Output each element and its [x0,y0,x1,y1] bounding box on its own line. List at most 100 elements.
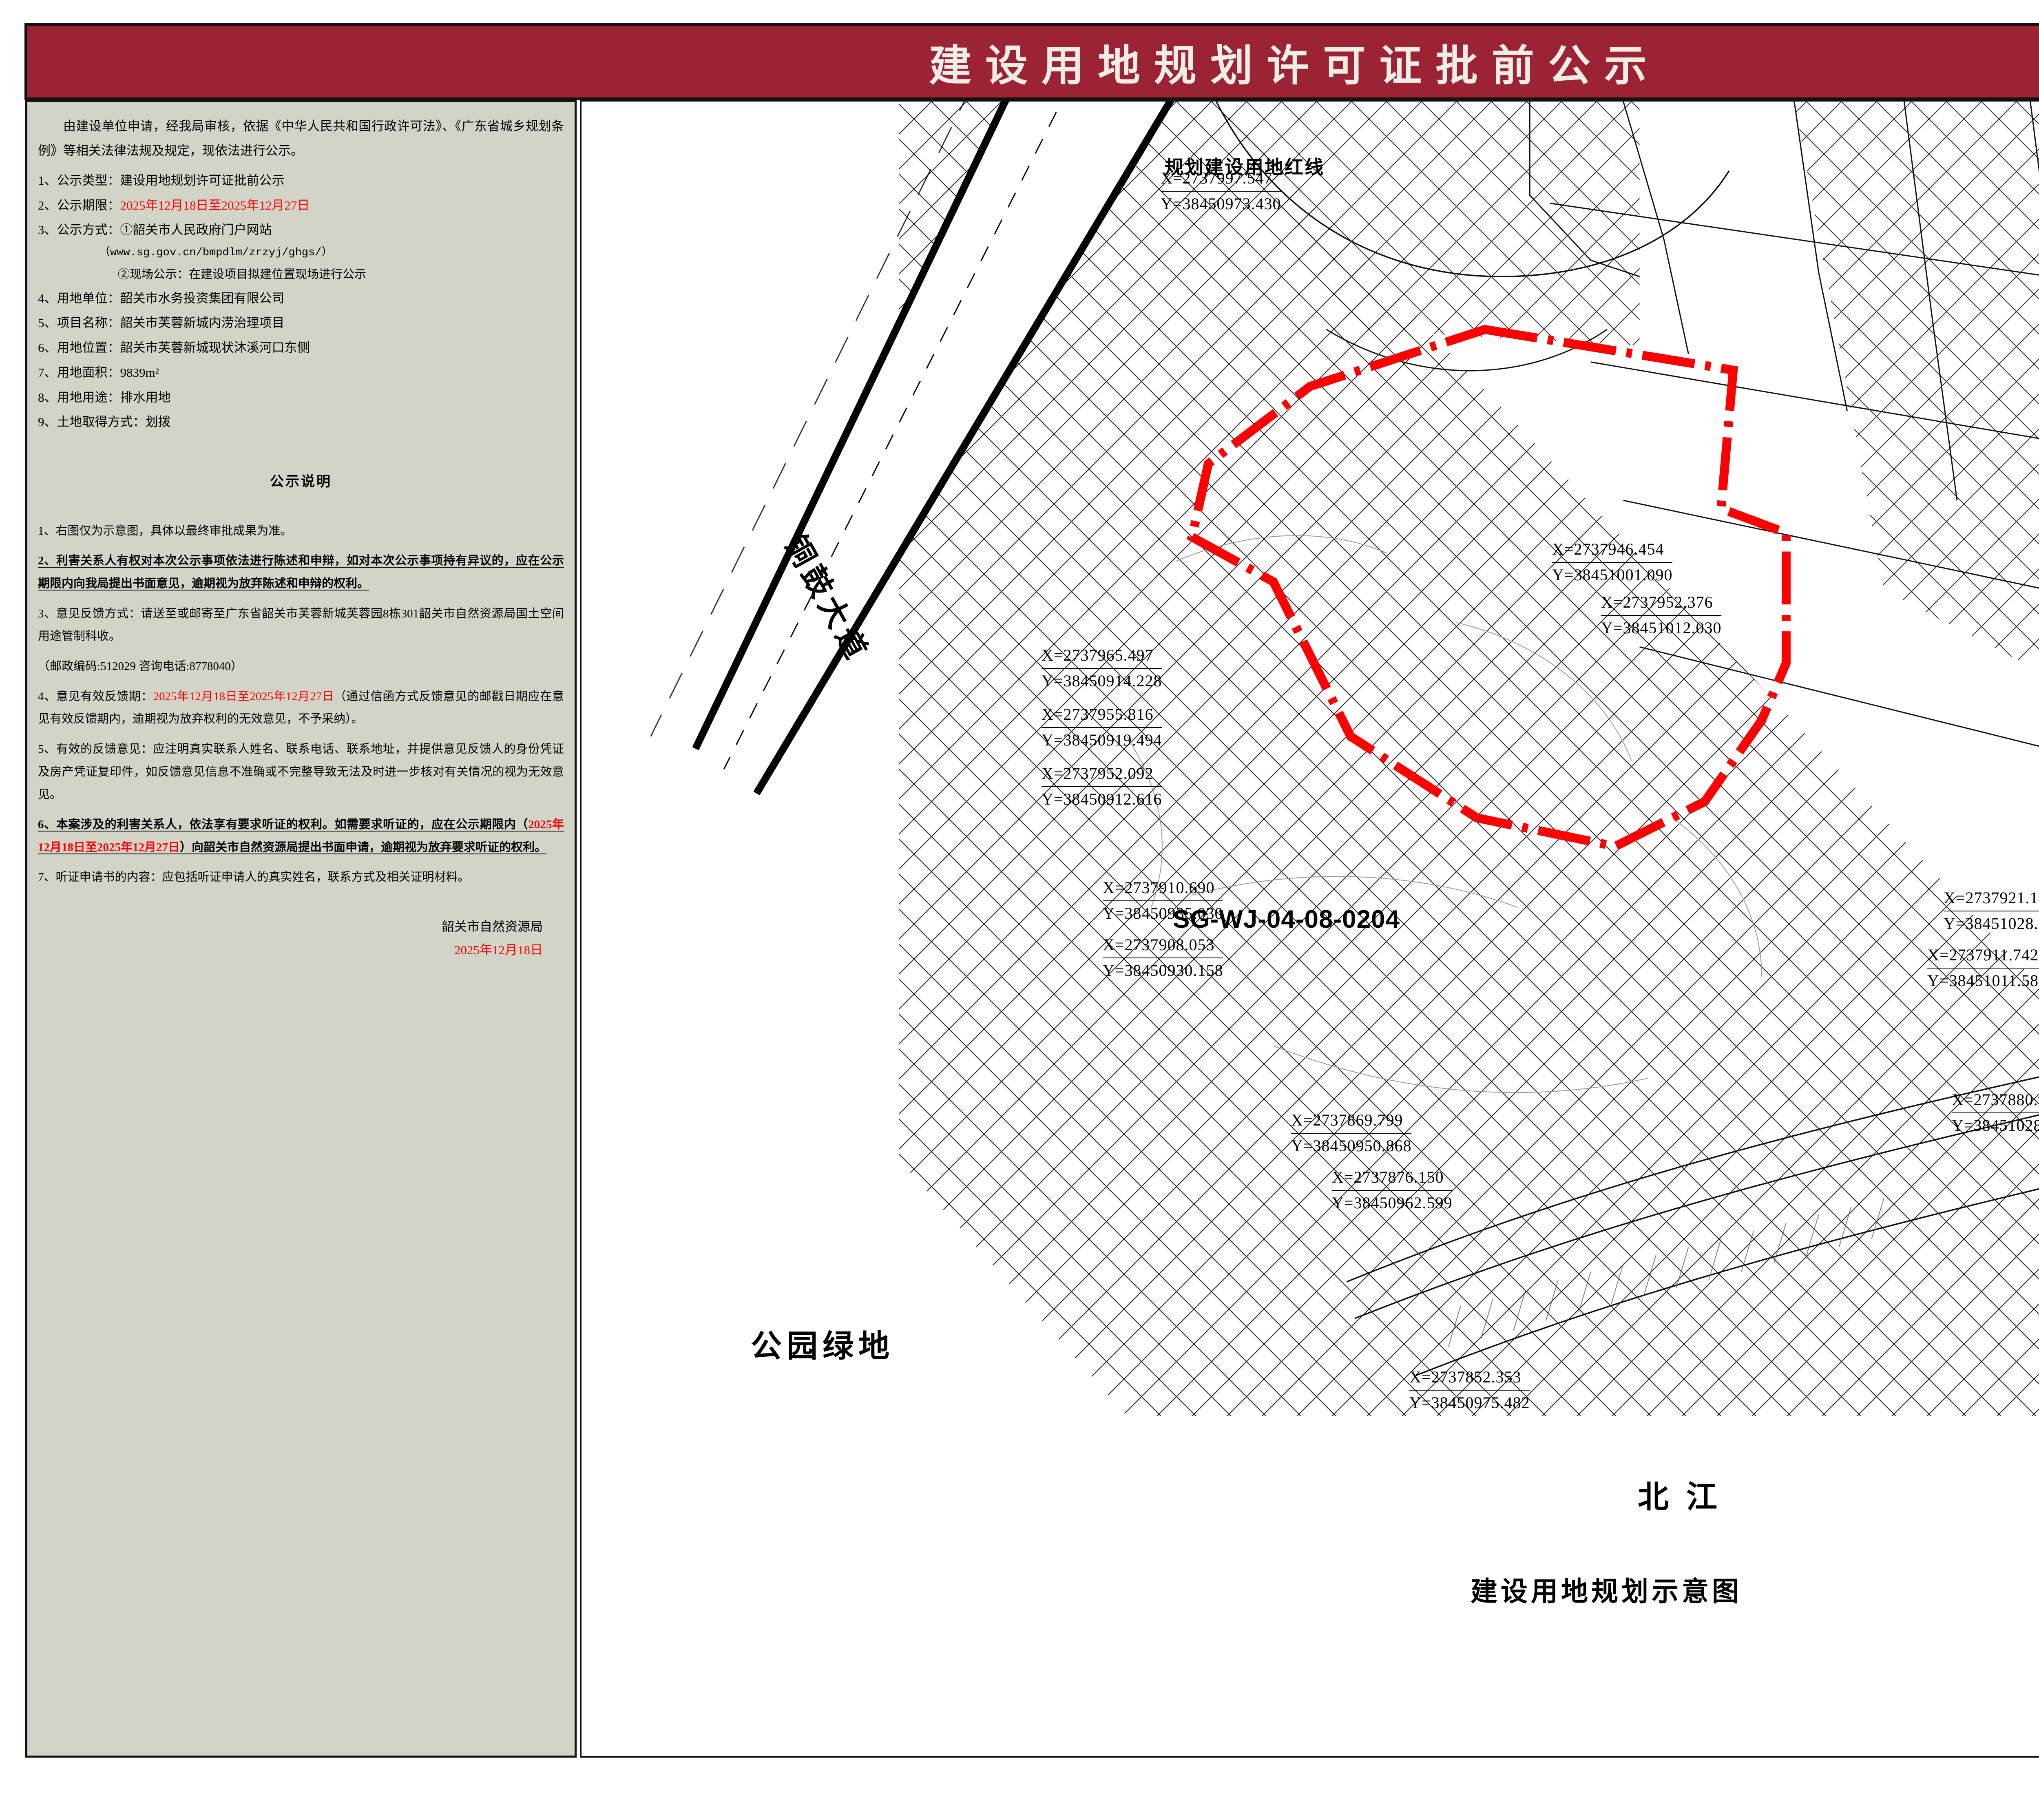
info-row-notice-period: 2、公示期限：2025年12月18日至2025年12月27日 [38,193,564,218]
intro-paragraph: 由建设单位申请，经我局审核，依据《中华人民共和国行政许可法》、《广东省城乡规划条… [38,119,564,158]
info-num-6: 6、 [38,341,57,355]
coord-y: Y=38451011.581 [1927,971,2039,990]
coord-pt-n: X=2737997.547 Y=38450973.430 [1161,167,1281,216]
info-num-5: 5、 [38,316,57,330]
info-num-1: 1、 [38,173,57,188]
redline-callout-label: 规划建设用地红线 [1165,157,1325,178]
info-label-9: 土地取得方式： [57,415,146,429]
info-row-land-use: 8、用地用途：排水用地 [38,385,564,410]
coord-y: Y=38451028.263 [1952,1116,2039,1134]
info-row-land-area: 7、用地面积：9839m² [38,360,564,385]
site-plan-map: 规划建设用地红线 SG-WJ-04-08-0204 公园绿地 北 江 建设用地规… [580,100,2039,1758]
info-num-2: 2、 [38,198,57,212]
info-label-1: 公示类型： [57,173,120,188]
notice-text-2: 利害关系人有权对本次公示事项依法进行陈述和申辩，如对本次公示事项持有异议的，应在… [38,554,564,590]
notice-contact-line: （邮政编码:512029 咨询电话:8778040） [38,659,243,673]
coord-x: X=2737921.140 [1944,887,2039,911]
river-label: 北 江 [1638,1480,1722,1515]
coord-pt-s1: X=2737869.799 Y=38450950.868 [1291,1109,1412,1158]
coord-pt-e1: X=2737921.140 Y=38451028.941 [1944,887,2039,935]
coord-y: Y=38451028.941 [1944,914,2039,933]
coord-x: X=2737869.799 [1291,1109,1412,1134]
info-row-project-name: 5、项目名称：韶关市芙蓉新城内涝治理项目 [38,311,564,336]
coord-x: X=2737852.353 [1409,1366,1530,1391]
notice-item-4: 4、意见有效反馈期：2025年12月18日至2025年12月27日（通过信函方式… [38,686,564,731]
coord-y: Y=38450912.616 [1042,789,1162,808]
coord-x: X=2737876.150 [1332,1166,1453,1191]
info-value-8: 排水用地 [120,390,171,405]
notice-text-6: 本案涉及的利害关系人，依法享有要求听证的权利。如需要求听证的，应在公示期限内（ [56,818,529,831]
notice-item-2: 2、利害关系人有权对本次公示事项依法进行陈述和申辩，如对本次公示事项持有异议的，… [38,550,564,595]
coord-x: X=2737965.497 [1042,644,1162,669]
notice-item-6: 6、本案涉及的利害关系人，依法享有要求听证的权利。如需要求听证的，应在公示期限内… [38,814,564,859]
hearing-period-value: 2025年12月18日至2025年12月27日 [38,818,564,854]
notice-num-6: 6、 [38,818,56,831]
notice-item-3: 3、意见反馈方式：请送至或邮寄至广东省韶关市芙蓉新城芙蓉园8栋301韶关市自然资… [38,603,564,648]
coord-y: Y=38450973.430 [1161,194,1281,213]
coord-pt-w4: X=2737910.690 Y=38450935.030 [1103,876,1223,925]
coord-y: Y=38450975.482 [1409,1393,1530,1412]
notice-item-1: 1、右图仅为示意图，具体以最终审批成果为准。 [38,520,564,543]
feedback-period-value: 2025年12月18日至2025年12月27日 [153,690,334,703]
notice-website-url: （www.sg.gov.cn/bmpdlm/zrzyj/ghgs/） [99,247,333,259]
info-label-6: 用地位置： [57,341,120,355]
signature-date: 2025年12月18日 [454,943,543,958]
coord-pt-ne2: X=2737952.376 Y=38451012.030 [1601,591,1722,640]
coord-x: X=2737880.928 [1952,1088,2039,1113]
coord-x: X=2737997.547 [1161,167,1281,192]
info-num-8: 8、 [38,390,57,405]
coord-pt-ne1: X=2737946.454 Y=38451001.090 [1552,538,1673,587]
notice-num-2: 2、 [38,554,56,568]
info-row-notice-method: 3、公示方式：①韶关市人民政府门户网站 [38,218,564,243]
info-value-2: 2025年12月18日至2025年12月27日 [120,198,310,212]
feedback-period-tail: （通过信函方式反馈意见的邮戳日期应在意见有效反馈期内，逾期视为放弃权利的无效意见… [38,690,564,726]
info-label-4: 用地单位： [57,291,120,305]
coord-y: Y=38450950.868 [1291,1136,1412,1155]
coord-pt-s3: X=2737852.353 Y=38450975.482 [1409,1366,1530,1415]
notice-section-title: 公示说明 [270,474,332,490]
notice-num-4: 4、 [38,690,56,703]
coord-x: X=2737946.454 [1552,538,1673,563]
coord-pt-w2: X=2737955.816 Y=38450919.494 [1042,703,1162,752]
info-row-land-unit: 4、用地单位：韶关市水务投资集团有限公司 [38,286,564,311]
coord-y: Y=38450962.599 [1332,1193,1453,1212]
coord-y: Y=38450914.228 [1042,671,1162,690]
info-value-5: 韶关市芙蓉新城内涝治理项目 [120,316,285,330]
notice-text-1: 右图仅为示意图，具体以最终审批成果为准。 [55,524,292,537]
info-label-7: 用地面积： [57,365,120,380]
info-label-3: 公示方式： [57,223,120,237]
coord-y: Y=38451012.030 [1601,618,1722,637]
notice-num-1: 1、 [38,524,56,537]
parcel-code-label: SG-WJ-04-08-0204 [1173,905,1400,933]
coord-pt-s2: X=2737876.150 Y=38450962.599 [1332,1166,1453,1215]
notice-text-3: 意见反馈方式：请送至或邮寄至广东省韶关市芙蓉新城芙蓉园8栋301韶关市自然资源局… [38,607,564,643]
info-num-9: 9、 [38,415,57,429]
coord-pt-e3: X=2737880.928 Y=38451028.263 [1952,1088,2039,1137]
info-value-1: 建设用地规划许可证批前公示 [120,173,285,188]
info-row-land-location: 6、用地位置：韶关市芙蓉新城现状沐溪河口东侧 [38,336,564,360]
signature-organization: 韶关市自然资源局 [442,920,543,934]
page-title: 建设用地规划许可证批前公示 [929,42,1661,90]
info-label-8: 用地用途： [57,390,120,405]
info-num-4: 4、 [38,291,57,305]
coord-x: X=2737952.092 [1042,762,1162,787]
coord-pt-w5: X=2737908.053 Y=38450930.158 [1103,933,1223,982]
park-green-label: 公园绿地 [751,1329,894,1364]
map-caption: 建设用地规划示意图 [1471,1577,1742,1607]
notice-num-7: 7、 [38,871,56,884]
coord-pt-w1: X=2737965.497 Y=38450914.228 [1042,644,1162,693]
notice-item-7: 7、听证申请书的内容：应包括听证申请人的真实姓名，联系方式及相关证明材料。 [38,866,564,889]
coord-y: Y=38450930.158 [1103,961,1223,980]
announcement-info-panel: 由建设单位申请，经我局审核，依据《中华人民共和国行政许可法》、《广东省城乡规划条… [25,100,577,1758]
info-value-9: 划拨 [145,415,171,429]
notice-text-4: 意见有效反馈期： [56,690,153,703]
info-num-3: 3、 [38,223,57,237]
coord-x: X=2737955.816 [1042,703,1162,728]
info-num-7: 7、 [38,365,57,380]
coord-pt-w3: X=2737952.092 Y=38450912.616 [1042,762,1162,811]
coord-x: X=2737908.053 [1103,933,1223,958]
info-label-5: 项目名称： [57,316,120,330]
info-label-2: 公示期限： [57,198,120,212]
info-row-acquisition: 9、土地取得方式：划拨 [38,410,564,435]
